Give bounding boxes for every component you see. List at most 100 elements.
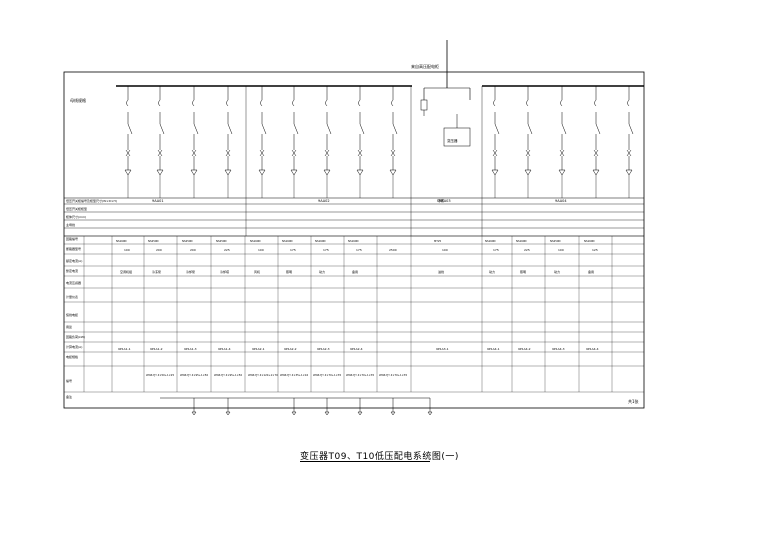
feeder-14 <box>625 86 634 198</box>
outgoing-arrow <box>390 411 396 416</box>
cable-spec: WDZ-YJY 4×35+1×16 <box>280 373 308 377</box>
load-name: 风机 <box>254 269 260 274</box>
outgoing-circuit <box>357 398 363 416</box>
rated-current: 225 <box>224 248 230 252</box>
ct-symbol <box>259 149 265 157</box>
drawing-frame <box>63 71 645 409</box>
feeder-circuits <box>124 86 634 198</box>
row-label: 电缆规格 <box>66 354 78 359</box>
breaker-model: NS250N <box>182 239 193 243</box>
feeder-6 <box>290 86 299 198</box>
output-arrow <box>592 169 600 176</box>
rated-current: 175 <box>290 248 296 252</box>
circuit-id: 9P1A2-2 <box>284 347 297 351</box>
breaker-contact <box>595 123 601 135</box>
ct-symbol <box>525 149 531 157</box>
outgoing-circuit <box>291 398 297 416</box>
ct-symbol <box>357 149 363 157</box>
outgoing-arrow <box>427 411 433 416</box>
feeder-12 <box>558 86 567 198</box>
breaker-contact <box>628 123 634 135</box>
breaker-contact <box>359 123 365 135</box>
breaker-contact <box>527 123 533 135</box>
fuse-symbol <box>420 99 428 111</box>
load-name: 冷冻泵 <box>152 269 161 274</box>
transformer-box <box>443 127 471 147</box>
breaker-contact <box>193 123 199 135</box>
disconnect-symbol <box>526 99 529 107</box>
disconnect-symbol <box>493 99 496 107</box>
output-arrow <box>558 169 566 176</box>
output-arrow <box>156 169 164 176</box>
breaker-contact <box>261 123 267 135</box>
breaker-model: NS160N <box>485 239 496 243</box>
load-name: 进线 <box>438 269 444 274</box>
breaker-contact <box>494 123 500 135</box>
outgoing-circuit <box>324 398 330 416</box>
disconnect-symbol <box>594 99 597 107</box>
cabinet-group-label: 9AA02 <box>318 199 330 203</box>
load-name: 备用 <box>588 269 594 274</box>
caption-underline <box>300 461 430 462</box>
rated-current: 175 <box>323 248 329 252</box>
disconnect-symbol <box>391 99 394 107</box>
outgoing-circuit <box>191 398 197 416</box>
cable-spec: WDZ-YJY 4×95+1×50 <box>180 373 208 377</box>
bus-label: 母线规格 <box>70 97 86 103</box>
ct-symbol <box>626 149 632 157</box>
row-label: 备注 <box>66 394 72 399</box>
ct-symbol <box>390 149 396 157</box>
breaker-model: NS160N <box>315 239 326 243</box>
circuit-id: 9P1A1-4 <box>218 347 231 351</box>
row-label: 断路器型号 <box>66 246 81 251</box>
feeder-9 <box>389 86 398 198</box>
rated-current: 175 <box>493 248 499 252</box>
load-name: 备用 <box>352 269 358 274</box>
row-label: 电流互感器 <box>66 280 81 285</box>
outgoing-arrow <box>324 411 330 416</box>
row-label: 计量仪表 <box>66 294 78 299</box>
output-arrow <box>491 169 499 176</box>
feeder-4 <box>224 86 233 198</box>
feeder-1 <box>124 86 133 198</box>
circuit-id: 9P1A1-2 <box>150 347 163 351</box>
feeder-7 <box>323 86 332 198</box>
cable-spec: WDZ-YJY 4×95+1×50 <box>214 373 242 377</box>
cable-spec: WDZ-YJY 4×70+1×35 <box>313 373 341 377</box>
breaker-contact <box>392 123 398 135</box>
feeder-11 <box>524 86 533 198</box>
row-label: 馈线电缆 <box>66 312 78 317</box>
breaker-model: NS250N <box>148 239 159 243</box>
breaker-model: NS160N <box>250 239 261 243</box>
row-label: 回路编号 <box>66 236 78 241</box>
breaker-contact <box>159 123 165 135</box>
page-number: 共1张 <box>628 398 639 404</box>
ct-symbol <box>125 149 131 157</box>
outgoing-arrow <box>191 411 197 416</box>
outgoing-arrow <box>357 411 363 416</box>
ct-symbol <box>157 149 163 157</box>
ct-symbol <box>559 149 565 157</box>
cabinet-group-label: 9AA01 <box>152 199 164 203</box>
transformer-text: 变压器 <box>447 138 458 143</box>
cable-spec: WDZ-YJY 4×50+1×25 <box>146 373 174 377</box>
row-label: 整定电流 <box>66 268 78 273</box>
row-label: 回路负荷(kW) <box>66 334 85 339</box>
breaker-model: NS160N <box>348 239 359 243</box>
breaker-model: NS250N <box>550 239 561 243</box>
cabinet-group-label: 9AA04 <box>555 199 567 203</box>
rated-current: 200 <box>190 248 196 252</box>
ct-symbol <box>291 149 297 157</box>
incoming-label: 来自高压配电柜 <box>411 63 439 69</box>
breaker-contact <box>227 123 233 135</box>
disconnect-symbol <box>325 99 328 107</box>
feeder-2 <box>156 86 165 198</box>
feeder-5 <box>258 86 267 198</box>
breaker-model: NS160N <box>116 239 127 243</box>
rated-current: 100 <box>442 248 448 252</box>
load-name: 冷却塔 <box>220 269 229 274</box>
ct-symbol <box>324 149 330 157</box>
row-label: 主母线 <box>66 222 75 227</box>
